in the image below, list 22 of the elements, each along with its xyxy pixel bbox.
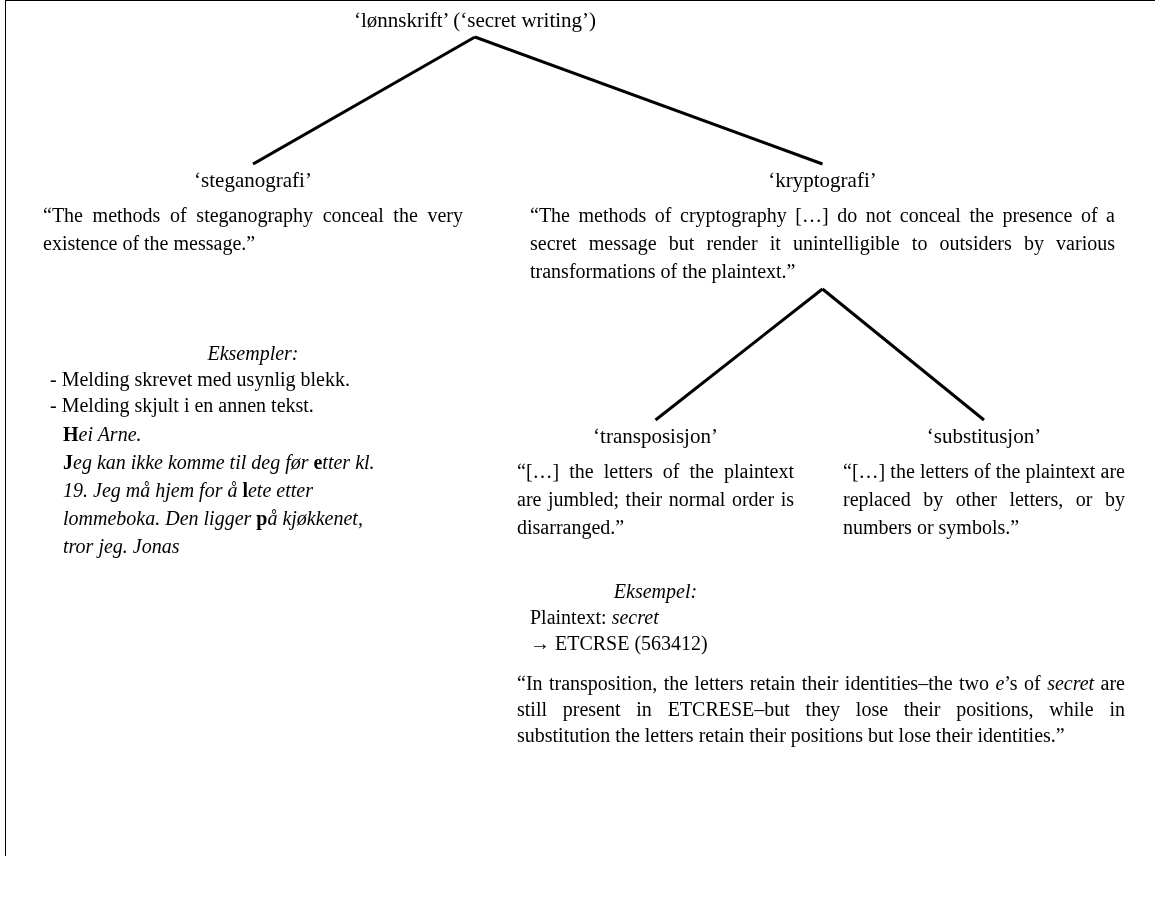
letter-text: Hei Arne. (63, 422, 143, 447)
term-heading: ‘steganografi’ (193, 168, 313, 193)
tree-branch-line (821, 287, 985, 422)
tree-branch-line (474, 35, 823, 166)
tree-branch-line (252, 35, 476, 166)
quote-text: “The methods of cryptography […] do not conceal the presence of a secret message but render it unintelligible to outsiders by various transformations of the plaintext.” (530, 203, 1115, 285)
example-text: Eksempler: (206, 341, 300, 366)
quote-text: “The methods of steganography conceal the very existence of the message.” (43, 203, 463, 257)
example-text: - Melding skrevet med usynlig blekk. (50, 367, 351, 392)
term-heading: ‘kryptografi’ (767, 168, 878, 193)
example-text: - Melding skjult i en annen tekst. (50, 393, 315, 418)
quote-text: “[…] the letters of the plaintext are jumbled; their normal order is disarranged.” (517, 459, 794, 541)
example-text: Eksempel: (612, 579, 699, 604)
quote-text: “[…] the letters of the plaintext are replaced by other letters, or by numbers or symbols.” (843, 459, 1125, 541)
quote-text: “In transposition, the letters retain their identities–the two e’s of secret are still present in ETCRESE–but they lose their positions, while in substitution the letters retain their positions but lose their identities.” (517, 671, 1125, 748)
example-text: → ETCRSE (563412) (530, 631, 709, 656)
tree-branch-line (654, 287, 824, 422)
term-heading: ‘substitusjon’ (925, 424, 1043, 449)
term-heading: ‘transposisjon’ (592, 424, 719, 449)
term-heading: ‘lønnskrift’ (‘secret writing’) (352, 8, 598, 33)
letter-text: Jeg kan ikke komme til deg før etter kl. 19. Jeg må hjem for å lete etter lommeboka. Den ligger på kjøkkenet, tror jeg. Jonas (63, 450, 376, 560)
example-text: Plaintext: secret (530, 605, 660, 630)
